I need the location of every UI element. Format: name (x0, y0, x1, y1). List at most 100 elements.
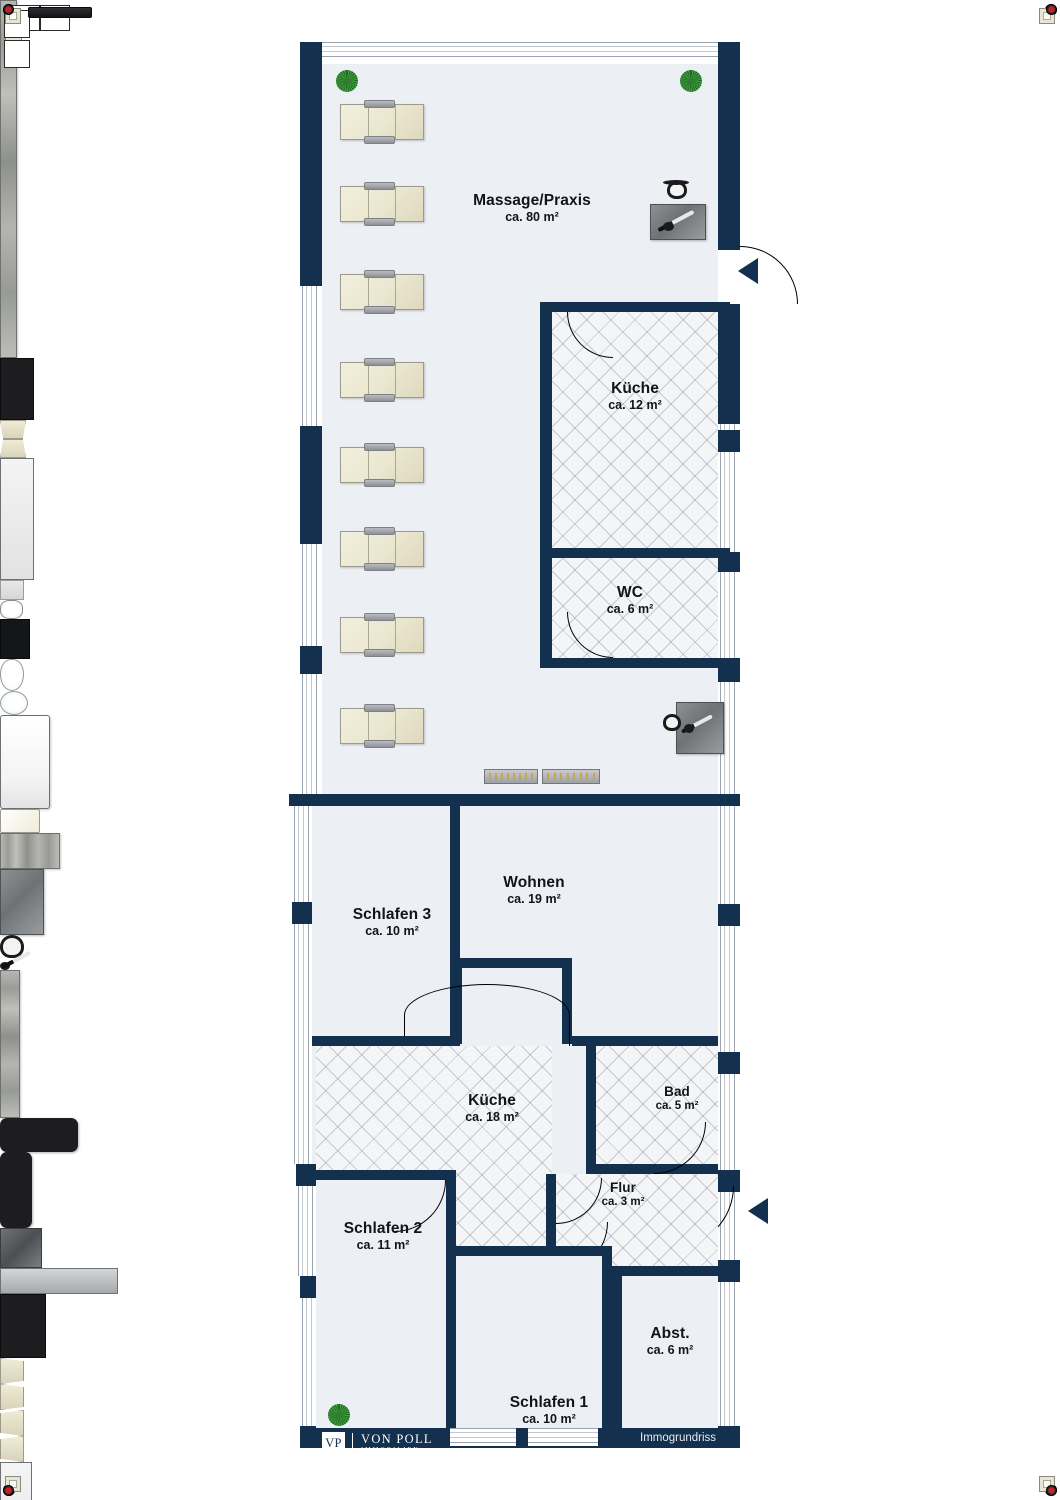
desk-chair-arm-upper (663, 180, 689, 185)
massage-table-3 (340, 270, 424, 314)
wall-bottom (300, 1426, 740, 1448)
sink-upper (0, 600, 23, 619)
window-right-u3 (720, 572, 738, 658)
wardrobe-schlafen3 (0, 833, 60, 869)
room-label-wc: WC ca. 6 m² (578, 584, 682, 616)
room-name-bad: Bad (664, 1084, 690, 1099)
wall-flur-left (546, 1174, 556, 1274)
massage-table-2 (340, 182, 424, 226)
wall-wc-bottom (540, 658, 730, 668)
wall-left-l1 (292, 902, 314, 924)
room-name-flur: Flur (610, 1180, 636, 1195)
wall-kueche-top (540, 302, 730, 312)
wall-schlafen3-right (450, 806, 460, 1044)
room-area-schlafen2: ca. 11 m² (356, 1238, 410, 1253)
room-area-massage: ca. 80 m² (505, 210, 559, 225)
room-area-abst: ca. 6 m² (646, 1343, 694, 1358)
window-right-u1 (720, 424, 738, 430)
sofa-wohnen (0, 5, 78, 1152)
wall-right-u2 (718, 304, 740, 424)
massage-table-6 (340, 527, 424, 571)
desk-monitor-base-upper (663, 222, 674, 231)
room-floor-schlafen1 (456, 1252, 608, 1428)
window-left-l4 (302, 1298, 320, 1428)
wall-left-u3 (300, 646, 322, 674)
wall-right-u1 (718, 64, 740, 250)
room-name-schlafen1: Schlafen 1 (509, 1394, 589, 1411)
room-name-wohnen: Wohnen (503, 874, 565, 891)
window-bottom-2 (528, 1428, 598, 1446)
dining-table-upper (0, 8, 34, 420)
plant-upper-left (336, 70, 358, 92)
dining-chair-upper-bottom (0, 439, 26, 458)
room-label-kueche-upper: Küche ca. 12 m² (583, 380, 687, 412)
vp-wordmark: VON POLL IMMOBILIEN (352, 1431, 433, 1454)
room-label-abst: Abst. ca. 6 m² (624, 1325, 716, 1357)
room-name-massage: Massage/Praxis (473, 192, 591, 209)
plant-upper-right (680, 70, 702, 92)
wall-kueche-wc-divider (540, 548, 730, 558)
wall-wohnen-step-right (562, 958, 572, 1044)
room-label-flur: Flur ca. 3 m² (578, 1180, 668, 1209)
room-area-kueche-upper: ca. 12 m² (608, 398, 662, 413)
desk-chair-schlafen3 (0, 935, 24, 958)
room-area-schlafen1: ca. 10 m² (522, 1412, 576, 1427)
dining-chair-kueche-tr (0, 1410, 24, 1436)
cabinet-wohnen-left (0, 970, 20, 1118)
wall-right-l1 (718, 904, 740, 926)
room-label-schlafen2: Schlafen 2 ca. 11 m² (328, 1220, 438, 1252)
massage-table-1 (340, 100, 424, 144)
wall-right-l4 (718, 1260, 740, 1282)
dining-chair-kueche-bl (0, 1384, 24, 1410)
massage-table-4 (340, 358, 424, 402)
room-name-wc: WC (616, 584, 644, 601)
desk-chair-praxis-lower (663, 714, 681, 731)
toilet-wc (0, 659, 24, 691)
kitchen-counter-upper (0, 458, 34, 580)
room-label-massage: Massage/Praxis ca. 80 m² (452, 192, 612, 224)
dining-table-kueche (0, 8, 1055, 1492)
room-floor-abst (620, 1276, 718, 1428)
dining-chair-kueche-br (0, 1436, 24, 1462)
window-bottom-1 (450, 1428, 516, 1446)
room-name-schlafen2: Schlafen 2 (343, 1220, 423, 1237)
sink-drainer-upper (0, 580, 24, 600)
vp-brand-name: VON POLL (361, 1431, 433, 1446)
window-right-l2 (720, 926, 738, 1052)
desk-schlafen3 (0, 869, 44, 935)
room-area-wc: ca. 6 m² (606, 602, 654, 617)
room-label-schlafen3: Schlafen 3 ca. 10 m² (337, 906, 447, 938)
wall-schlafen1-right (602, 1246, 612, 1428)
room-label-schlafen1: Schlafen 1 ca. 10 m² (494, 1394, 604, 1426)
room-label-bad: Bad ca. 5 m² (632, 1084, 722, 1113)
vp-monogram-icon: VP (322, 1431, 345, 1455)
window-right-l3 (720, 1074, 738, 1170)
window-right-l5 (720, 1282, 738, 1426)
wall-kueche-left (540, 302, 552, 668)
window-left-l1 (294, 806, 312, 902)
desk-monitor-base-lower (684, 724, 694, 733)
room-area-bad: ca. 5 m² (655, 1100, 699, 1113)
von-poll-logo: VP VON POLL IMMOBILIEN (322, 1430, 433, 1456)
arched-opening-wohnen (404, 984, 570, 1046)
wall-schlafen3-bottom (312, 1036, 460, 1046)
wall-abst-left (612, 1276, 622, 1428)
wall-flur-bottom (546, 1266, 720, 1276)
room-name-kueche: Küche (468, 1092, 516, 1109)
armchair-wohnen (0, 10, 32, 1228)
stove-hob-upper (0, 4, 1057, 1496)
room-label-kueche: Küche ca. 18 m² (440, 1092, 544, 1124)
bed-schlafen3 (0, 715, 50, 809)
wall-right-u3 (718, 430, 740, 452)
room-area-flur: ca. 3 m² (601, 1196, 645, 1209)
window-left-l2 (294, 924, 312, 1164)
cabinet-strip-upper (0, 0, 17, 358)
tv-screen (28, 7, 92, 18)
window-left-u3 (302, 674, 320, 794)
plan-credit: Immogrundriss (640, 1432, 717, 1444)
room-area-schlafen3: ca. 10 m² (365, 924, 419, 939)
window-right-u2 (720, 452, 738, 552)
window-right-u4 (720, 682, 738, 794)
window-right-l1 (720, 806, 738, 904)
